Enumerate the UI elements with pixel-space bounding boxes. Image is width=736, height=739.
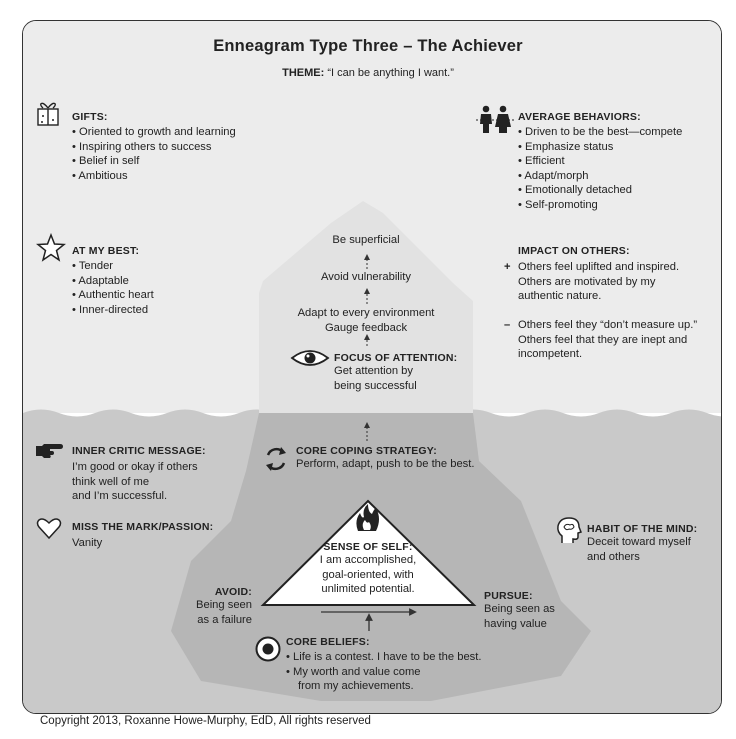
miss-the-mark-label: MISS THE MARK/PASSION: xyxy=(72,521,214,533)
list-item: Driven to be the best—compete xyxy=(518,125,682,140)
impact-positive-line: Others are motivated by my xyxy=(518,275,656,288)
list-item: Oriented to growth and learning xyxy=(72,125,236,140)
focus-line: Get attention by xyxy=(334,365,413,377)
list-item: Efficient xyxy=(518,154,682,169)
copyright-notice: Copyright 2013, Roxanne Howe-Murphy, EdD… xyxy=(40,715,371,727)
list-item: Belief in self xyxy=(72,154,236,169)
list-item: Inspiring others to success xyxy=(72,140,236,155)
list-item: Ambitious xyxy=(72,169,236,184)
core-beliefs-continuation: from my achievements. xyxy=(298,680,414,692)
people-icon xyxy=(476,105,514,133)
list-item: Self-promoting xyxy=(518,198,682,213)
impact-positive: Others feel uplifted and inspired. Other… xyxy=(518,260,679,304)
gifts-list: Oriented to growth and learning Inspirin… xyxy=(72,125,236,184)
inner-critic-section: INNER CRITIC MESSAGE: I’m good or okay i… xyxy=(72,445,206,504)
pursue-label: PURSUE: xyxy=(484,590,533,602)
inner-critic-label: INNER CRITIC MESSAGE: xyxy=(72,445,206,457)
step-adapt-line: Gauge feedback xyxy=(324,321,408,334)
avoid-line: as a failure xyxy=(197,613,252,626)
sense-of-self-line: unlimited potential. xyxy=(321,583,415,595)
habit-of-mind-label: HABIT OF THE MIND: xyxy=(587,523,698,535)
habit-line: Deceit toward myself xyxy=(587,536,691,548)
core-beliefs-label: CORE BELIEFS: xyxy=(286,636,370,648)
step-adapt: Adapt to every environment Gauge feedbac… xyxy=(266,306,466,335)
list-item: Inner-directed xyxy=(72,303,154,318)
head-icon xyxy=(557,517,582,543)
impact-negative-line: incompetent. xyxy=(518,348,583,360)
list-item: Adapt/morph xyxy=(518,169,682,184)
sense-of-self-section: SENSE OF SELF: I am accomplished, goal-o… xyxy=(288,541,448,597)
pursue-section: PURSUE: Being seen as having value xyxy=(484,590,555,631)
list-item: My worth and value come xyxy=(286,665,481,680)
impact-on-others-label: IMPACT ON OTHERS: xyxy=(518,245,630,257)
average-behaviors-list: Driven to be the best—compete Emphasize … xyxy=(518,125,682,212)
avoid-line: Being seen xyxy=(196,599,252,611)
habit-line: and others xyxy=(587,550,640,563)
heart-icon xyxy=(36,518,62,540)
sense-of-self-line: I am accomplished, xyxy=(319,554,417,566)
step-be-superficial: Be superficial xyxy=(332,234,400,246)
list-item: Authentic heart xyxy=(72,288,153,303)
impact-negative-line: Others feel that they are inept and xyxy=(518,333,688,346)
gifts-section: GIFTS: Oriented to growth and learning I… xyxy=(72,111,236,183)
at-my-best-label: AT MY BEST: xyxy=(72,245,140,257)
list-item: Emphasize status xyxy=(518,140,682,155)
gifts-label: GIFTS: xyxy=(72,111,108,123)
habit-of-mind-section: HABIT OF THE MIND: Deceit toward myself … xyxy=(587,523,697,564)
step-adapt-line: Adapt to every environment xyxy=(297,307,435,319)
average-behaviors-section: AVERAGE BEHAVIORS: Driven to be the best… xyxy=(518,111,682,212)
average-behaviors-label: AVERAGE BEHAVIORS: xyxy=(518,111,641,123)
step-avoid-vulnerability: Avoid vulnerability xyxy=(321,271,411,283)
pursue-line: Being seen as xyxy=(484,603,555,615)
core-coping-text: Perform, adapt, push to be the best. xyxy=(296,458,475,470)
miss-the-mark-section: MISS THE MARK/PASSION: Vanity xyxy=(72,521,213,551)
list-item: Emotionally detached xyxy=(518,183,682,198)
inner-critic-line: I’m good or okay if others xyxy=(72,461,198,473)
impact-positive-line: authentic nature. xyxy=(518,290,602,302)
sense-of-self-line: goal-oriented, with xyxy=(322,568,414,581)
gift-box-icon xyxy=(37,102,59,126)
at-my-best-section: AT MY BEST: Tender Adaptable Authentic h… xyxy=(72,245,154,317)
core-beliefs-section: CORE BELIEFS: Life is a contest. I have … xyxy=(286,636,481,694)
list-item: Life is a contest. I have to be the best… xyxy=(286,650,481,665)
star-icon xyxy=(36,233,66,262)
theme-line: THEME: “I can be anything I want.” xyxy=(0,67,736,79)
focus-of-attention-section: FOCUS OF ATTENTION: Get attention by bei… xyxy=(334,352,457,393)
core-beliefs-list: Life is a contest. I have to be the best… xyxy=(286,650,481,679)
theme-label: THEME: xyxy=(282,67,325,79)
sense-of-self-triangle xyxy=(260,499,477,606)
impact-negative-line: Others feel they “don’t measure up.” xyxy=(518,319,698,331)
target-icon xyxy=(255,636,281,662)
avoid-label: AVOID: xyxy=(214,586,252,598)
eye-icon xyxy=(290,350,330,366)
focus-of-attention-label: FOCUS OF ATTENTION: xyxy=(334,352,458,364)
impact-negative: Others feel they “don’t measure up.” Oth… xyxy=(518,318,697,362)
list-item: Tender xyxy=(72,259,154,274)
avoid-section: AVOID: Being seen as a failure xyxy=(180,586,252,627)
impact-negative-sign: – xyxy=(504,319,511,331)
pointing-hand-icon xyxy=(36,444,63,458)
inner-critic-line: and I’m successful. xyxy=(72,490,168,502)
list-item: Adaptable xyxy=(72,274,154,289)
pursue-line: having value xyxy=(484,617,547,630)
core-coping-section: CORE COPING STRATEGY: Perform, adapt, pu… xyxy=(296,445,475,472)
cycle-arrows-icon xyxy=(266,447,286,471)
impact-positive-sign: + xyxy=(504,261,511,273)
impact-positive-line: Others feel uplifted and inspired. xyxy=(518,261,680,273)
miss-the-mark-text: Vanity xyxy=(72,537,103,549)
focus-line: being successful xyxy=(334,379,417,392)
flame-icon xyxy=(356,504,379,531)
core-coping-label: CORE COPING STRATEGY: xyxy=(296,445,437,457)
inner-critic-line: think well of me xyxy=(72,475,150,488)
sense-of-self-label: SENSE OF SELF: xyxy=(323,541,413,553)
page-title: Enneagram Type Three – The Achiever xyxy=(213,37,523,55)
theme-text: “I can be anything I want.” xyxy=(327,67,454,79)
at-my-best-list: Tender Adaptable Authentic heart Inner-d… xyxy=(72,259,154,318)
